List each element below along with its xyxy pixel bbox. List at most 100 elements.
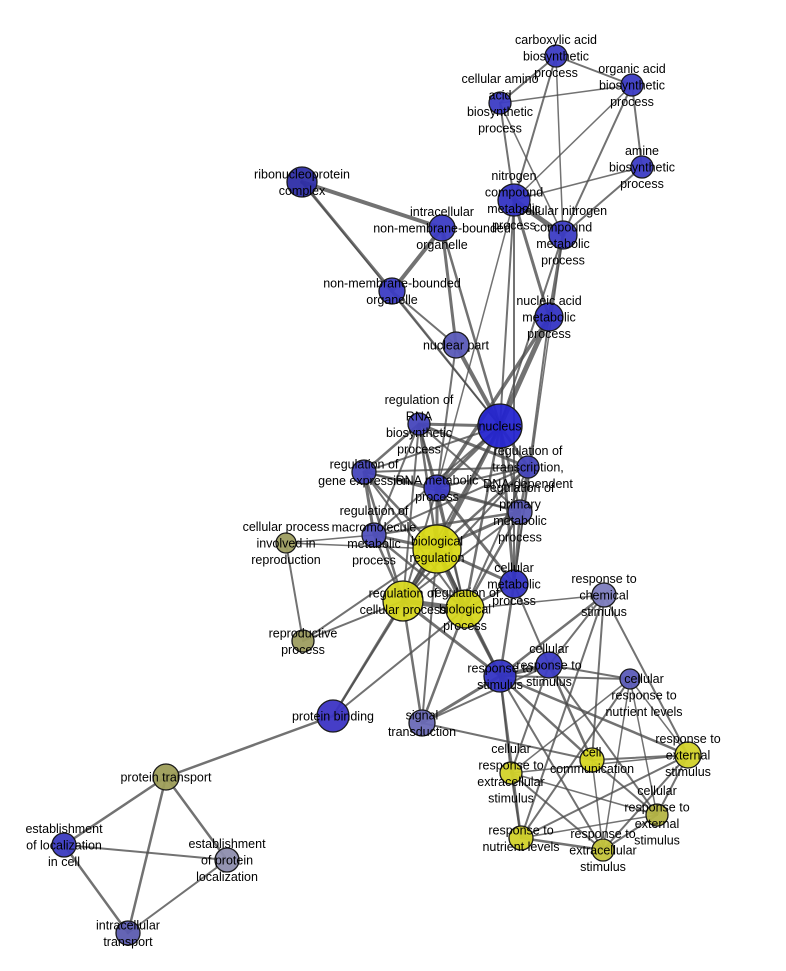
graph-edge-n29-n36 (602, 754, 689, 851)
graph-edge-n19-n25 (302, 548, 438, 642)
graph-edge-n2-n5 (513, 84, 633, 201)
graph-edge-n2-n3 (499, 84, 633, 104)
graph-node-n33[interactable] (579, 747, 605, 773)
graph-edge-n5-n10 (512, 198, 551, 319)
graph-node-n14[interactable] (516, 455, 540, 479)
graph-edge-n30-n37 (164, 714, 335, 779)
graph-edge-n29-n33 (591, 754, 689, 761)
graph-edge-n14-n15 (363, 466, 529, 473)
graph-edge-n14-n16 (436, 466, 529, 489)
graph-node-n34[interactable] (645, 803, 669, 827)
graph-edge-n10-n16 (435, 315, 551, 490)
graph-node-n38[interactable] (51, 832, 77, 858)
graph-edge-n29-n35 (520, 754, 689, 839)
graph-node-n22[interactable] (382, 580, 424, 622)
graph-node-n24[interactable] (591, 582, 617, 608)
graph-edge-n33-n36 (591, 759, 604, 851)
graph-node-n35[interactable] (508, 825, 534, 851)
graph-edge-n4-n5 (513, 166, 643, 201)
graph-node-n4[interactable] (630, 155, 654, 179)
graph-node-n15[interactable] (351, 459, 377, 485)
graph-node-n1[interactable] (544, 44, 568, 68)
graph-edge-n9-n12 (391, 290, 501, 427)
graph-edge-n16-n17 (436, 487, 521, 513)
graph-edge-n24-n29 (603, 594, 689, 756)
graph-edge-n35-n36 (519, 836, 605, 852)
graph-edge-n28-n34 (629, 678, 658, 816)
graph-edge-n26-n28 (548, 664, 631, 680)
graph-node-n36[interactable] (591, 838, 615, 862)
graph-node-n21[interactable] (275, 532, 297, 554)
graph-edge-n24-n26 (548, 594, 605, 666)
graph-edge-n20-n26 (513, 583, 550, 666)
graph-node-n13[interactable] (407, 412, 431, 436)
graph-node-n19[interactable] (412, 524, 462, 574)
graph-edge-n8-n12 (440, 226, 502, 428)
graph-edge-n14-n18 (373, 466, 529, 536)
graph-node-n11[interactable] (442, 331, 470, 359)
graph-node-n16[interactable] (423, 474, 451, 502)
graph-node-n5[interactable] (497, 183, 531, 217)
graph-node-n31[interactable] (408, 709, 436, 737)
graph-edge-n24-n35 (520, 594, 605, 839)
graph-node-n32[interactable] (499, 761, 523, 785)
graph-edge-n27-n29 (498, 674, 690, 757)
graph-edge-n27-n28 (499, 675, 631, 680)
graph-edge-n1-n5 (513, 55, 557, 201)
edge-layer (62, 55, 690, 935)
graph-edge-n17-n22 (402, 511, 521, 602)
graph-edge-n34-n35 (520, 814, 658, 839)
graph-edge-n14-n23 (464, 466, 529, 610)
graph-edge-n37-n40 (126, 775, 168, 935)
graph-node-n17[interactable] (507, 499, 533, 525)
graph-edge-n27-n33 (498, 674, 594, 762)
graph-edge-n27-n36 (499, 675, 604, 851)
graph-edge-n10-n20 (513, 316, 550, 585)
graph-edge-n28-n32 (510, 678, 631, 774)
graph-edge-n26-n32 (510, 664, 550, 774)
graph-node-n6[interactable] (548, 220, 578, 250)
graph-node-n40[interactable] (115, 920, 141, 946)
graph-edge-n13-n14 (417, 422, 530, 469)
graph-node-n8[interactable] (428, 214, 456, 242)
graph-node-n2[interactable] (620, 73, 644, 97)
graph-edge-n3-n6 (499, 102, 564, 236)
graph-edge-n17-n18 (372, 510, 522, 537)
graph-edge-n32-n36 (510, 772, 604, 851)
graph-edge-n28-n29 (629, 678, 689, 756)
graph-node-n30[interactable] (316, 699, 350, 733)
graph-edge-n33-n34 (591, 759, 658, 816)
graph-edge-n2-n4 (631, 84, 643, 168)
graph-node-n10[interactable] (534, 302, 564, 332)
graph-edge-n37-n38 (62, 775, 168, 847)
graph-edge-n12-n15 (363, 425, 501, 473)
graph-node-n18[interactable] (361, 522, 387, 548)
graph-node-n20[interactable] (499, 569, 529, 599)
node-layer (51, 44, 702, 946)
graph-edge-n19-n31 (421, 548, 438, 724)
graph-node-n37[interactable] (152, 763, 180, 791)
graph-edge-n38-n40 (62, 843, 130, 935)
graph-node-n28[interactable] (619, 668, 641, 690)
graph-node-n26[interactable] (535, 651, 563, 679)
graph-edge-n37-n39 (164, 775, 229, 862)
graph-node-n23[interactable] (445, 589, 485, 629)
graph-edge-n21-n25 (285, 542, 304, 642)
graph-edge-n31-n33 (421, 722, 593, 761)
graph-edge-n32-n34 (510, 772, 658, 816)
graph-node-n3[interactable] (488, 91, 512, 115)
graph-edge-n23-n31 (420, 607, 467, 725)
graph-node-n29[interactable] (674, 741, 702, 769)
graph-node-n25[interactable] (291, 629, 315, 653)
graph-edge-n19-n21 (285, 542, 438, 550)
graph-edge-n26-n31 (421, 664, 550, 724)
graph-edge-n7-n8 (300, 180, 444, 230)
graph-node-n27[interactable] (483, 659, 517, 693)
graph-node-n12[interactable] (477, 403, 523, 449)
graph-node-n39[interactable] (214, 847, 240, 873)
graph-node-n9[interactable] (378, 277, 406, 305)
graph-node-n7[interactable] (286, 166, 318, 198)
